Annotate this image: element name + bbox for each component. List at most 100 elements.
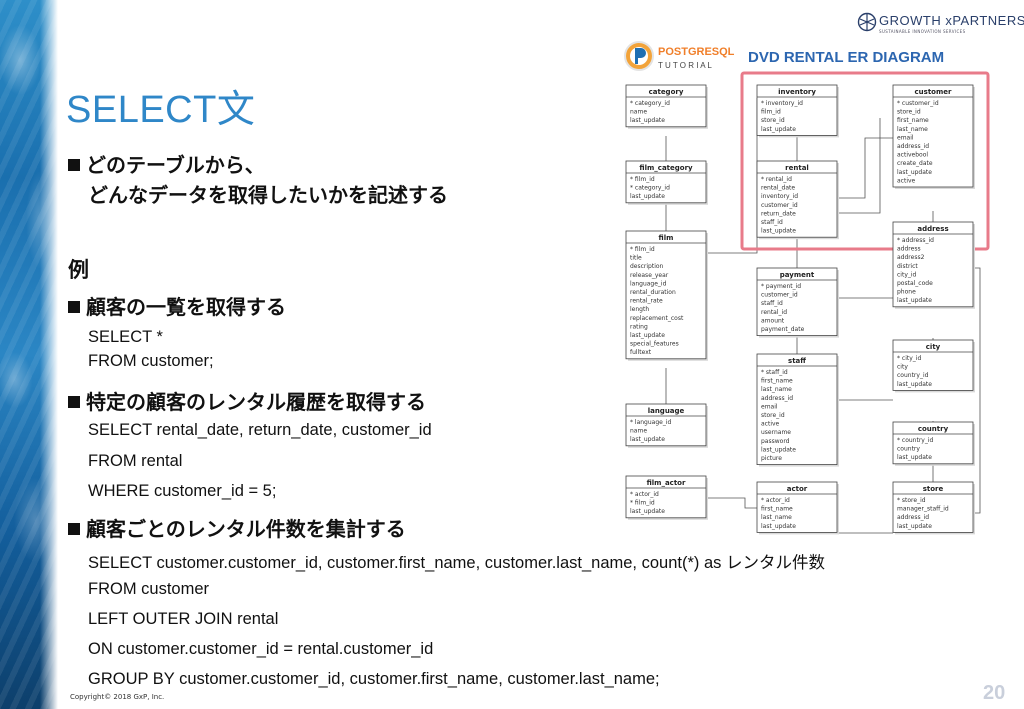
er-field: address_id (761, 395, 793, 402)
er-field: staff_id (761, 219, 783, 226)
er-field: * store_id (897, 497, 926, 504)
er-table-title: film (659, 234, 674, 242)
er-field: last_name (897, 126, 928, 133)
postgresql-tutorial-logo: POSTGRESQL T U T O R I A L (624, 41, 735, 71)
er-field: password (761, 438, 790, 445)
er-table-title: city (926, 343, 941, 351)
er-field: release_year (630, 272, 669, 279)
er-field: film_id (761, 109, 781, 116)
er-field: * rental_id (761, 176, 792, 183)
er-field: inventory_id (761, 193, 798, 200)
intro-line-2: どんなデータを取得したいかを記述する (88, 183, 448, 207)
page-number: 20 (983, 682, 1006, 704)
intro-line-1: どのテーブルから、 (86, 153, 265, 177)
er-field: email (761, 403, 778, 410)
er-field: first_name (897, 117, 929, 124)
slide-title: SELECT文 (66, 89, 256, 131)
er-table-title: film_actor (647, 479, 686, 487)
er-heading: DVD RENTAL ER DIAGRAM (748, 49, 944, 66)
er-field: title (630, 255, 642, 262)
er-field: * staff_id (761, 369, 788, 376)
er-table-title: country (918, 425, 949, 433)
er-field: name (630, 109, 647, 116)
er-field: store_id (897, 109, 921, 116)
er-table-film: film* film_idtitledescriptionrelease_yea… (625, 230, 708, 361)
er-field: last_update (761, 228, 796, 235)
bullet-square-icon (68, 159, 80, 171)
er-table-title: category (649, 88, 684, 96)
er-table-title: rental (785, 164, 809, 172)
er-field: * category_id (630, 185, 670, 192)
er-field: picture (761, 455, 782, 462)
er-field: rental_date (761, 185, 795, 192)
er-table-title: inventory (778, 88, 816, 96)
er-field: length (630, 306, 649, 313)
er-field: rating (630, 323, 648, 330)
er-table-title: payment (780, 271, 815, 279)
sql-line: FROM customer (88, 580, 210, 598)
er-field: last_update (897, 381, 932, 388)
er-field: * language_id (630, 419, 672, 426)
er-field: email (897, 134, 914, 141)
er-table-address: address* address_idaddressaddress2distri… (892, 221, 975, 309)
er-field: phone (897, 289, 916, 296)
er-field: * inventory_id (761, 100, 803, 107)
sql-line: SELECT customer.customer_id, customer.fi… (88, 554, 825, 572)
er-field: store_id (761, 412, 785, 419)
er-field: last_update (630, 508, 665, 515)
sql-line: FROM rental (88, 452, 183, 470)
er-field: payment_date (761, 326, 805, 333)
er-field: * city_id (897, 355, 921, 362)
er-field: rental_id (761, 309, 787, 316)
example-3-heading: 顧客ごとのレンタル件数を集計する (68, 513, 406, 542)
er-field: create_date (897, 160, 933, 167)
er-field: * film_id (630, 176, 655, 183)
sql-line: FROM customer; (88, 352, 214, 370)
er-field: last_update (897, 297, 932, 304)
sql-line: WHERE customer_id = 5; (88, 482, 277, 500)
er-field: first_name (761, 506, 793, 513)
er-table-actor: actor* actor_idfirst_namelast_namelast_u… (756, 481, 839, 535)
example-1-heading: 顧客の一覧を取得する (68, 291, 286, 320)
brand-tagline: SUSTAINABLE INNOVATION SERVICES (879, 29, 966, 34)
er-field: last_update (630, 332, 665, 339)
er-field: city_id (897, 271, 917, 278)
er-field: address_id (897, 514, 929, 521)
er-field: * country_id (897, 437, 934, 444)
er-field: customer_id (761, 292, 798, 299)
er-field: city (897, 364, 908, 371)
er-table-title: film_category (639, 164, 693, 172)
er-field: last_update (897, 454, 932, 461)
er-field: staff_id (761, 300, 783, 307)
er-table-title: customer (915, 88, 952, 96)
er-field: manager_staff_id (897, 506, 949, 513)
er-field: last_update (761, 446, 796, 453)
er-field: address2 (897, 254, 925, 261)
er-field: * category_id (630, 100, 670, 107)
er-field: address_id (897, 143, 929, 150)
sql-line: SELECT rental_date, return_date, custome… (88, 421, 432, 439)
intro-bullet: どのテーブルから、 (68, 149, 265, 178)
er-field: store_id (761, 117, 785, 124)
er-field: last_name (761, 514, 792, 521)
er-field: country (897, 446, 920, 453)
er-field: last_update (630, 436, 665, 443)
er-field: active (761, 421, 780, 428)
er-field: return_date (761, 210, 796, 217)
sql-line: ON customer.customer_id = rental.custome… (88, 640, 434, 658)
er-table-film-category: film_category* film_id* category_idlast_… (625, 160, 708, 205)
er-table-title: actor (787, 485, 808, 493)
er-diagram: POSTGRESQL T U T O R I A L DVD RENTAL ER… (624, 41, 990, 535)
er-field: amount (761, 317, 785, 324)
er-field: * payment_id (761, 283, 801, 290)
er-table-staff: staff* staff_idfirst_namelast_nameaddres… (756, 353, 839, 467)
er-field: district (897, 263, 918, 270)
er-field: last_update (897, 169, 932, 176)
er-field: fulltext (630, 349, 652, 356)
er-table-title: language (648, 407, 685, 415)
er-table-title: address (917, 225, 948, 233)
er-field: last_update (761, 523, 796, 530)
